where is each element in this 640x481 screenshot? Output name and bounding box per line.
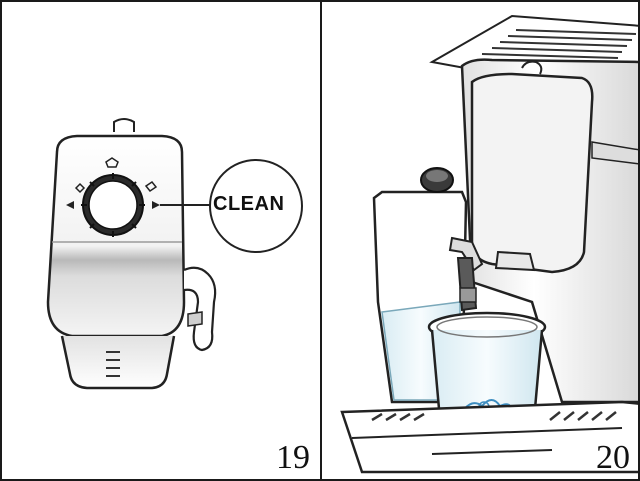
- figure-number: 19: [276, 439, 310, 476]
- clean-pointer-icon: [152, 201, 160, 209]
- figure-number: 20: [596, 439, 630, 476]
- front-panel: [470, 72, 594, 274]
- froth-high-icon: [144, 180, 158, 193]
- clean-callout-label: CLEAN: [213, 193, 285, 215]
- coffee-machine-illustration: [340, 14, 638, 474]
- left-pointer-icon: [66, 201, 74, 209]
- froth-medium-icon: [105, 157, 119, 168]
- milk-container-illustration: [46, 118, 303, 390]
- froth-low-icon: [74, 182, 86, 194]
- callout-circle: [209, 159, 303, 253]
- figure-panel-20: 20: [320, 0, 640, 481]
- figure-panel-19: CLEAN 19: [0, 0, 322, 481]
- milk-tube: [183, 266, 217, 352]
- container-body: [60, 335, 176, 390]
